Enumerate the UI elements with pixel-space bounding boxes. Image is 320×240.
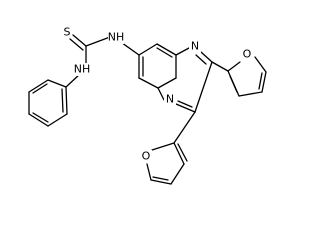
furan-ring-upper xyxy=(211,56,267,97)
furan-bond xyxy=(150,179,172,185)
pyrazine-bond xyxy=(157,87,165,101)
pyrazine-bond xyxy=(200,51,213,63)
bond-nh-phenyl-ring xyxy=(65,73,81,88)
quinoxaline-pyrazine-ring xyxy=(157,47,213,113)
atom-label-n1: N xyxy=(191,40,199,53)
benzo-double-bond xyxy=(156,47,173,58)
furan-bond xyxy=(238,91,263,97)
furan-double-bond xyxy=(229,75,238,93)
phenyl-bond xyxy=(47,113,68,127)
chemical-structure-diagram: S NH NH N N O O xyxy=(28,26,267,185)
phenyl-bond xyxy=(28,113,49,127)
phenyl-bond xyxy=(28,79,49,93)
atom-labels: S NH NH N N O O xyxy=(64,26,253,163)
furan-bond xyxy=(146,163,152,181)
bond-c-nh-aryl xyxy=(85,36,111,47)
thiourea-group xyxy=(65,34,140,88)
atom-label-o-lower-furan: O xyxy=(142,150,151,163)
bond-c3-furan xyxy=(173,111,196,144)
bond-c2-furan xyxy=(211,61,229,72)
pyrazine-double-bond xyxy=(195,54,207,65)
phenyl-bond xyxy=(65,86,68,115)
phenyl-double-bond xyxy=(32,83,48,94)
furan-double-bond xyxy=(258,72,263,90)
benzo-bond xyxy=(156,43,177,56)
benzo-bond xyxy=(138,77,159,89)
phenyl-double-bond xyxy=(61,88,64,113)
furan-bond xyxy=(170,163,185,185)
pyrazine-bond xyxy=(194,61,213,113)
atom-label-sulfur: S xyxy=(64,26,71,39)
quinoxaline-benzo-ring xyxy=(138,43,177,89)
pyrazine-bond xyxy=(175,47,190,56)
pyrazine-bond xyxy=(175,103,196,113)
bond-c-s-double xyxy=(69,38,84,51)
atom-label-nh-phenyl: NH xyxy=(74,63,91,76)
furan-ring-lower xyxy=(146,111,196,185)
furan-double-bond xyxy=(177,143,188,162)
furan-bond xyxy=(261,71,267,93)
furan-bond xyxy=(173,142,185,165)
furan-bond xyxy=(151,142,175,151)
atom-label-n4: N xyxy=(166,93,174,106)
benzo-bond xyxy=(157,77,177,89)
atom-label-o-upper-furan: O xyxy=(243,48,252,61)
benzo-bond xyxy=(138,43,158,56)
atom-label-nh-aryl: NH xyxy=(108,31,125,44)
phenyl-bond xyxy=(47,79,67,88)
furan-bond xyxy=(227,61,241,72)
furan-double-bond xyxy=(152,176,169,181)
bond-c-s xyxy=(72,34,87,47)
furan-bond xyxy=(254,56,267,73)
phenyl-ring xyxy=(28,79,68,127)
pyrazine-double-bond xyxy=(177,100,193,108)
phenyl-double-bond xyxy=(32,112,49,123)
